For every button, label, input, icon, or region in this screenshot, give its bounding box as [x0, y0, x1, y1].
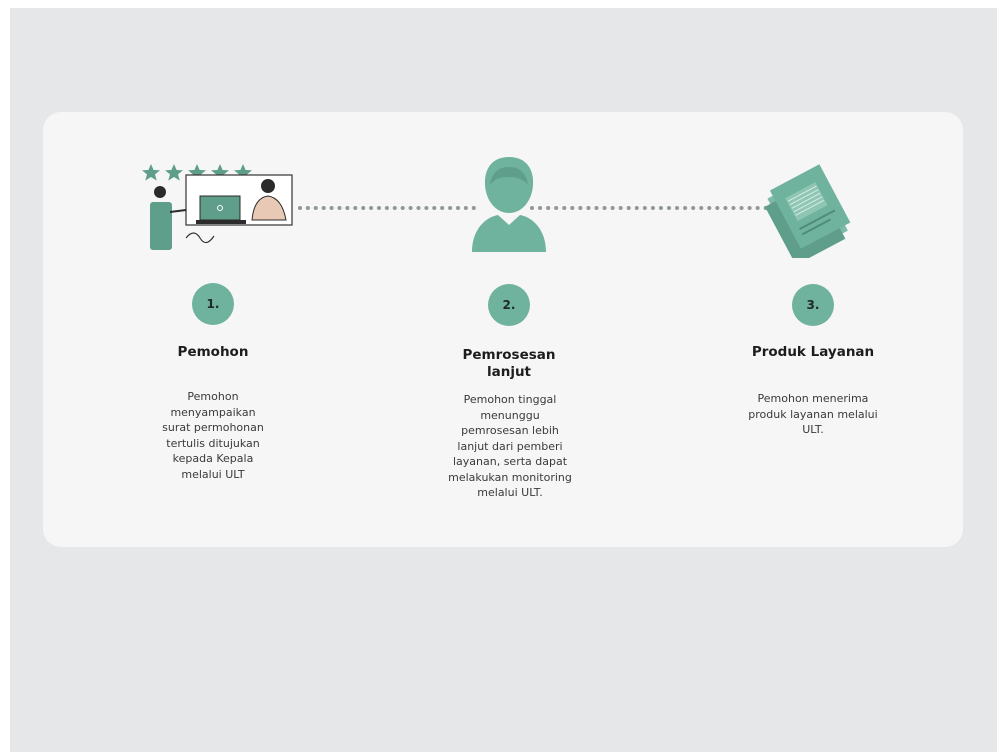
connector-2-3	[530, 206, 768, 210]
step-1-title: Pemohon	[177, 344, 249, 360]
step-1-description: Pemohon menyampaikan surat permohonan te…	[162, 390, 264, 481]
step-2-number: 2.	[488, 284, 530, 326]
step-2-description: Pemohon tinggal menunggu pemrosesan lebi…	[448, 393, 572, 499]
person-avatar-icon	[468, 155, 550, 252]
customer-service-rating-icon	[140, 160, 296, 255]
documents-icon	[762, 163, 854, 265]
connector-1-2	[298, 206, 476, 210]
step-3-title: Produk Layanan	[751, 344, 875, 360]
step-3-description: Pemohon menerima produk layanan melalui …	[748, 392, 878, 436]
step-2-title: Pemrosesan lanjut	[462, 347, 556, 380]
step-3-number: 3.	[792, 284, 834, 326]
step-1-number: 1.	[192, 283, 234, 325]
